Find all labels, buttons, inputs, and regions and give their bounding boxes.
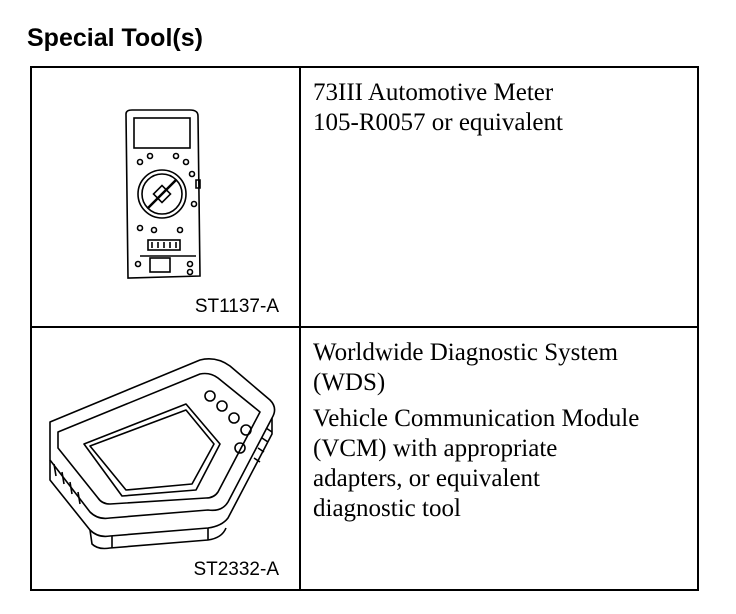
image-code-label: ST2332-A [193,559,279,580]
tool-name-paragraph: Worldwide Diagnostic System (WDS) [313,338,697,398]
tool-illustration-cell: ST2332-A [30,326,301,591]
table-row: ST2332-A Worldwide Diagnostic System (WD… [30,326,699,591]
tool-detail-line: (VCM) with appropriate [313,435,558,462]
tool-illustration-cell: ST1137-A [30,66,301,328]
tool-detail-line: diagnostic tool [313,495,461,522]
tool-name-line: (WDS) [313,369,386,396]
section-heading: Special Tool(s) [27,24,203,52]
image-code-label: ST1137-A [194,296,279,317]
tool-detail-paragraph: Vehicle Communication Module (VCM) with … [313,404,697,524]
tool-name-line: 73III Automotive Meter [313,79,554,106]
special-tools-table: ST1137-A 73III Automotive Meter 105-R005… [30,66,699,591]
tool-part-number-line: 105-R0057 or equivalent [313,109,563,136]
tool-detail-line: adapters, or equivalent [313,465,540,492]
table-row: ST1137-A 73III Automotive Meter 105-R005… [30,66,699,328]
tool-name-line: Worldwide Diagnostic System [313,339,618,366]
multimeter-icon [125,109,201,279]
tool-description-cell: Worldwide Diagnostic System (WDS) Vehicl… [299,326,699,591]
diagnostic-tablet-icon [49,358,276,550]
tool-detail-line: Vehicle Communication Module [313,405,640,432]
tool-description-cell: 73III Automotive Meter 105-R0057 or equi… [299,66,699,328]
